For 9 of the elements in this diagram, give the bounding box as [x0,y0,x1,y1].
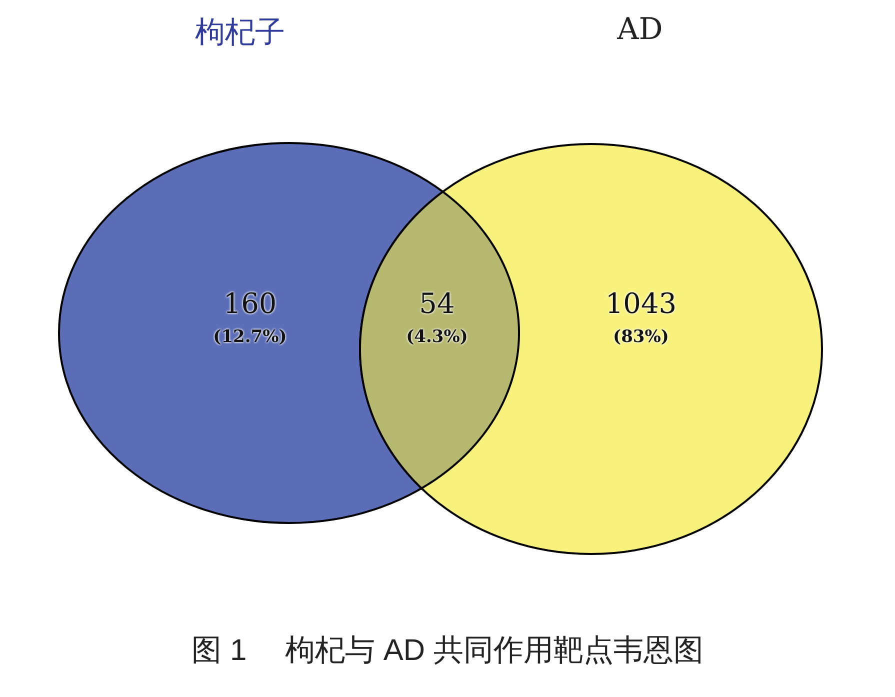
region-percentage: (83%) [613,327,669,347]
set-label: 枸杞子 [194,14,286,52]
region-percentage: (4.3%) [406,327,468,347]
region-count: 1043 [605,287,677,320]
figure-caption: 图 1 枸杞与 AD 共同作用靶点韦恩图 [190,633,704,669]
region-percentage: (12.7%) [213,327,287,347]
set-label: AD [616,12,664,47]
region-count: 54 [419,287,455,320]
region-count: 160 [223,287,277,320]
